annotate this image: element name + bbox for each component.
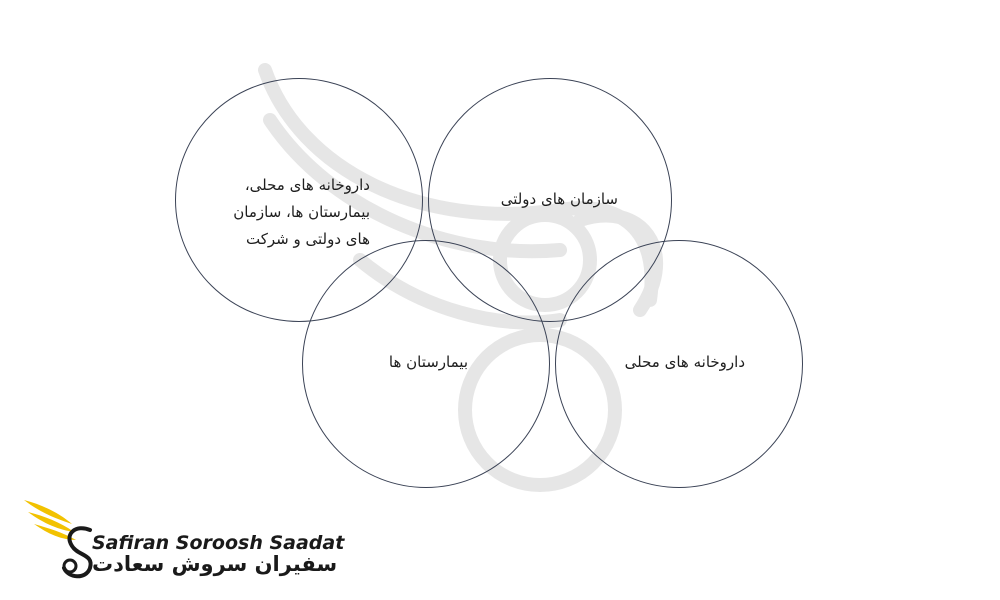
logo-name-fa: سفیران سروش سعادت bbox=[92, 552, 338, 576]
circle-top-right bbox=[428, 78, 672, 322]
label-line: بیمارستان ها bbox=[388, 353, 468, 371]
circle-bottom-left-label: بیمارستان ها bbox=[389, 349, 468, 376]
brand-logo: Safiran Soroosh Saadat سفیران سروش سعادت bbox=[20, 490, 344, 585]
circle-top-left bbox=[175, 78, 423, 322]
logo-name-en: Safiran Soroosh Saadat bbox=[92, 532, 345, 554]
winged-s-logo-icon bbox=[24, 500, 93, 579]
circle-bottom-right bbox=[555, 240, 803, 488]
label-line: سازمان های دولتی bbox=[500, 190, 618, 208]
label-line: داروخانه های محلی، bbox=[244, 176, 370, 194]
circle-bottom-left bbox=[302, 240, 550, 488]
circle-bottom-right-label: داروخانه های محلی bbox=[625, 349, 745, 376]
circle-top-left-label: داروخانه های محلی، بیمارستان ها، سازمان … bbox=[233, 172, 370, 253]
circle-top-right-label: سازمان های دولتی bbox=[501, 186, 618, 213]
label-line: بیمارستان ها، سازمان bbox=[233, 203, 370, 221]
label-line: های دولتی و شرکت bbox=[245, 230, 370, 248]
label-line: داروخانه های محلی bbox=[624, 353, 745, 371]
